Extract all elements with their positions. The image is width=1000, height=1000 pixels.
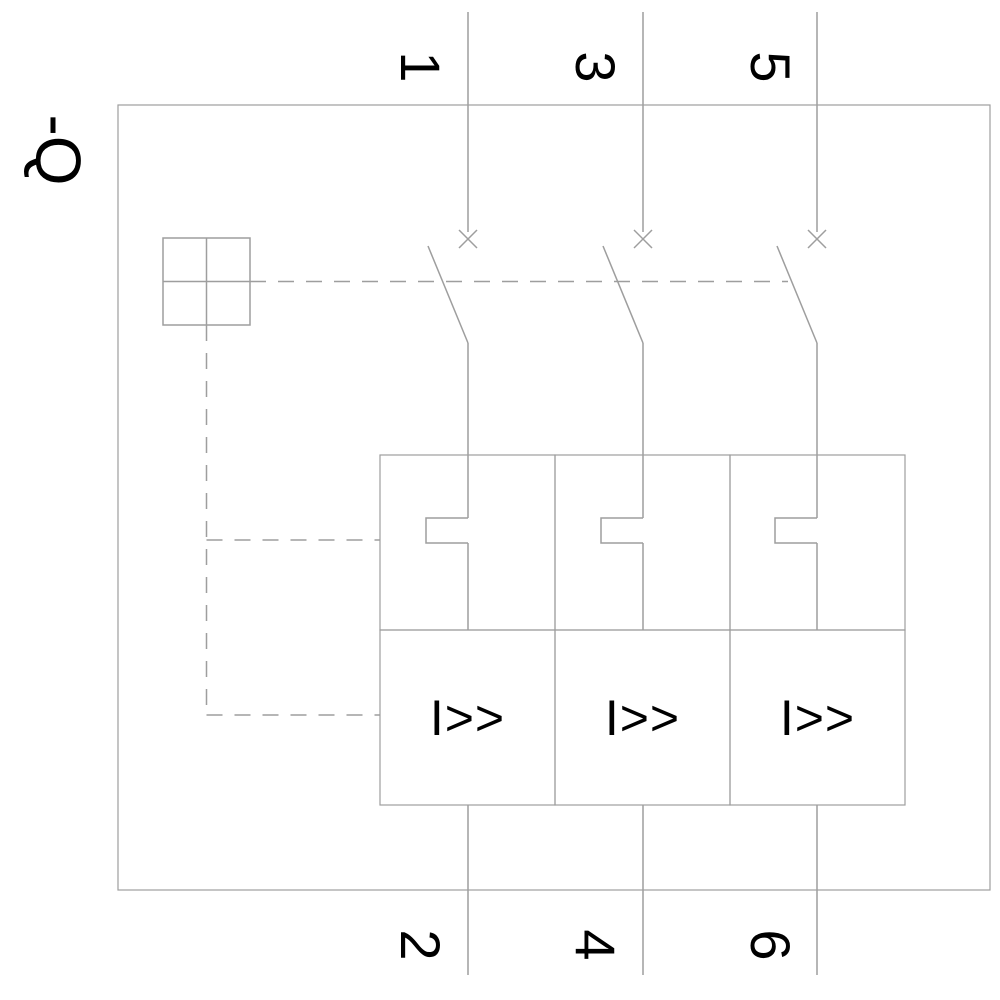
contact-cross-icon xyxy=(807,229,827,249)
contact-cross-icon xyxy=(633,229,653,249)
pole-2 xyxy=(600,12,653,975)
contact-cross-icon xyxy=(458,229,478,249)
terminal-label-bottom-4: 4 xyxy=(564,929,627,961)
terminal-label-bottom-6: 6 xyxy=(739,929,802,961)
magnetic-trip-label-2: I>> xyxy=(604,689,681,746)
terminal-label-top-1: 1 xyxy=(389,51,452,83)
switch-blade xyxy=(427,245,469,344)
trip-linkage-dashed-lines xyxy=(205,280,788,716)
pole-1 xyxy=(425,12,478,975)
device-designation-label: -Q xyxy=(22,114,94,186)
terminal-label-bottom-2: 2 xyxy=(389,929,452,961)
thermal-trip-symbol xyxy=(774,517,817,544)
switch-blade xyxy=(602,245,644,344)
switch-blade xyxy=(776,245,818,344)
device-outline xyxy=(117,104,991,891)
thermal-trip-symbol xyxy=(600,517,643,544)
pole-3 xyxy=(774,12,827,975)
terminal-label-top-5: 5 xyxy=(739,51,802,83)
magnetic-trip-label-3: I>> xyxy=(779,689,856,746)
magnetic-trip-label-1: I>> xyxy=(429,689,506,746)
terminal-label-top-3: 3 xyxy=(564,51,627,83)
operator-mechanism-symbol xyxy=(162,237,251,326)
thermal-trip-symbol xyxy=(425,517,468,544)
